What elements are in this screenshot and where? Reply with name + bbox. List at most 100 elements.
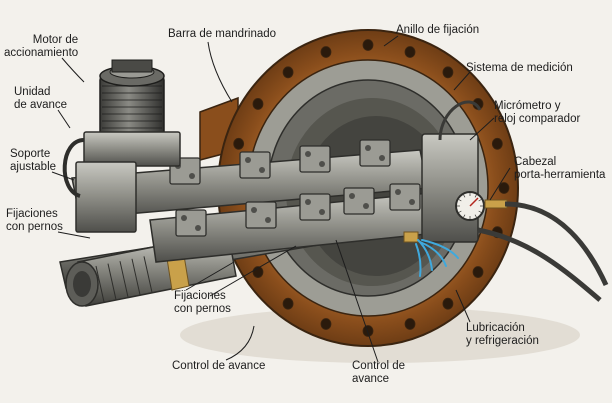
bolt-head bbox=[395, 189, 401, 195]
label-soporte-ajustable: Soporte ajustable bbox=[10, 148, 56, 174]
bolt-head bbox=[259, 167, 265, 173]
leader-lines bbox=[51, 35, 511, 363]
bolt-head bbox=[305, 199, 311, 205]
dial-tick bbox=[474, 194, 477, 198]
bolt-head bbox=[319, 209, 325, 215]
leader-fijaciones-left bbox=[57, 231, 91, 239]
label-motor-de-accionamiento: Motor de accionamiento bbox=[4, 34, 78, 60]
cylinder-rib bbox=[107, 263, 117, 300]
leader-micrometro bbox=[469, 117, 495, 141]
bolt-head bbox=[319, 161, 325, 167]
cylinder-rib bbox=[131, 258, 141, 295]
hose-right-2 bbox=[477, 227, 602, 302]
bolt-head bbox=[181, 215, 187, 221]
label-line: ajustable bbox=[10, 161, 57, 173]
leader-motor bbox=[61, 57, 85, 83]
clamp-block bbox=[389, 183, 421, 211]
dial-tick bbox=[478, 199, 482, 202]
bolt-hole bbox=[320, 46, 332, 58]
label-line: reloj comparador bbox=[494, 113, 581, 125]
clamp-block bbox=[343, 187, 375, 215]
label-line: Control de bbox=[352, 360, 406, 372]
label-lubricacion-y-refrigeracion: Lubricación y refrigeración bbox=[466, 322, 539, 348]
clamp-block bbox=[239, 151, 271, 179]
label-line: Soporte bbox=[10, 148, 51, 160]
dial-tick bbox=[463, 194, 466, 198]
clamp-block bbox=[359, 139, 391, 167]
coolant-spray bbox=[415, 239, 459, 277]
label-line: avance bbox=[352, 373, 390, 385]
label-fijaciones-con-pernos-bottom: Fijaciones con pernos bbox=[174, 290, 231, 316]
bolt-head bbox=[379, 155, 385, 161]
label-line: Cabezal bbox=[514, 156, 557, 168]
leader-cabezal bbox=[489, 167, 511, 201]
label-line: porta-herramienta bbox=[514, 169, 606, 181]
bolt-head bbox=[251, 207, 257, 213]
tool-head bbox=[403, 100, 609, 302]
bolt-hole bbox=[233, 137, 245, 150]
bolt-head bbox=[265, 217, 271, 223]
label-control-de-avance-right: Control de avance bbox=[352, 360, 405, 386]
bolt-hole bbox=[362, 39, 374, 51]
bolt-hole bbox=[442, 297, 454, 310]
bolt-head bbox=[363, 203, 369, 209]
bolt-hole bbox=[404, 318, 416, 330]
label-line: con pernos bbox=[6, 221, 63, 233]
leader-anillo bbox=[383, 35, 399, 47]
leader-control-right bbox=[335, 239, 379, 363]
label-line: y refrigeración bbox=[466, 335, 539, 347]
label-line: Micrómetro y bbox=[494, 100, 561, 112]
clamp-block bbox=[299, 145, 331, 173]
cylinder-rib bbox=[119, 261, 129, 298]
bolt-head bbox=[305, 151, 311, 157]
bolt-hole bbox=[282, 297, 294, 310]
clamp-block bbox=[175, 209, 207, 237]
bolt-hole bbox=[472, 266, 484, 278]
bolt-head bbox=[365, 145, 371, 151]
cylinder-rib bbox=[95, 265, 105, 303]
label-line: Fijaciones bbox=[174, 290, 226, 302]
label-cabezal-porta-herramienta: Cabezal porta-herramienta bbox=[514, 156, 605, 182]
label-fijaciones-con-pernos-left: Fijaciones con pernos bbox=[6, 208, 63, 234]
dial-tick bbox=[463, 214, 466, 218]
bolt-hole bbox=[282, 66, 294, 79]
label-micrometro-y-reloj: Micrómetro y reloj comparador bbox=[494, 100, 580, 126]
label-anillo-de-fijacion: Anillo de fijación bbox=[396, 24, 479, 37]
bolt-hole bbox=[404, 46, 416, 58]
label-unidad-de-avance: Unidad de avance bbox=[14, 86, 67, 112]
hose-left bbox=[62, 138, 85, 198]
label-barra-de-mandrinado: Barra de mandrinado bbox=[168, 28, 276, 41]
dial-tick bbox=[458, 210, 462, 213]
bolt-hole bbox=[252, 98, 264, 110]
label-line: Control de avance bbox=[172, 360, 266, 372]
label-line: con pernos bbox=[174, 303, 231, 315]
bolt-hole bbox=[442, 66, 454, 79]
bolt-hole bbox=[362, 325, 374, 337]
label-sistema-de-medicion: Sistema de medición bbox=[466, 62, 573, 75]
leader-lubricacion bbox=[455, 289, 471, 323]
hose-top bbox=[438, 100, 482, 141]
bolt-hole bbox=[498, 182, 510, 194]
label-control-de-avance-left: Control de avance bbox=[172, 360, 265, 373]
bolt-head bbox=[245, 157, 251, 163]
label-line: de avance bbox=[14, 99, 68, 111]
leader-soporte bbox=[51, 171, 75, 181]
dial-tick bbox=[474, 214, 477, 218]
drive-motor bbox=[99, 59, 165, 139]
leader-fijaciones-bottom-2 bbox=[209, 245, 297, 297]
leader-unidad bbox=[57, 109, 71, 129]
bolt-head bbox=[189, 173, 195, 179]
clamp-block bbox=[299, 193, 331, 221]
hose-right-1 bbox=[504, 201, 609, 287]
dial-tick bbox=[478, 210, 482, 213]
dial-tick bbox=[458, 199, 462, 202]
cylinder-rib bbox=[143, 256, 153, 293]
feed-unit bbox=[62, 131, 181, 233]
bolt-head bbox=[349, 193, 355, 199]
leader-barra bbox=[207, 41, 233, 103]
leader-sistema bbox=[453, 71, 471, 91]
label-line: Unidad bbox=[14, 86, 51, 98]
bolt-hole bbox=[320, 318, 332, 330]
